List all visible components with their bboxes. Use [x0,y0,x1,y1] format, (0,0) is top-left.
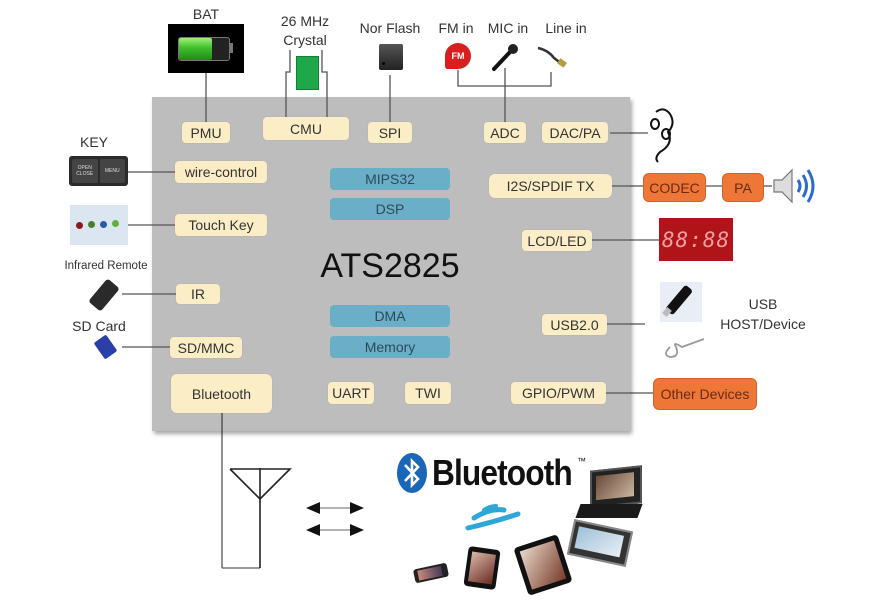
crystal-icon [296,56,319,90]
led-display-icon: 88:88 [659,218,733,261]
wire-control-block: wire-control [175,161,267,183]
cmu-block: CMU [263,117,349,140]
ir-block: IR [176,284,220,304]
fm-in-label: FM in [438,20,474,36]
lcd-led-block: LCD/LED [522,230,592,251]
headphones-music-icon [650,108,674,163]
key-buttons-icon: OPEN CLOSE MENU [69,156,128,186]
tablet-small-icon [463,545,501,591]
fm-badge-text: FM [451,51,465,61]
speaker-icon [773,168,815,204]
flash-chip-icon [379,44,403,70]
i2s-spdif-block: I2S/SPDIF TX [489,174,612,198]
codec-block: CODEC [643,173,706,202]
crystal-label: Crystal [283,32,327,48]
laptop-icon [590,465,642,509]
usb-cable-icon [665,338,705,358]
menu-button: MENU [99,159,125,183]
mic-in-label: MIC in [487,20,529,36]
battery-icon [168,24,244,73]
adc-block: ADC [484,122,526,143]
open-close-button: OPEN CLOSE [72,159,98,183]
bidirectional-arrows [306,502,364,536]
usb-label: USB [748,296,778,312]
key-label: KEY [79,134,108,150]
led-digits: 88:88 [661,227,731,252]
touch-key-block: Touch Key [175,214,267,236]
usb2-block: USB2.0 [542,314,607,335]
line-in-label: Line in [545,20,587,36]
bluetooth-rune-icon [397,453,427,493]
memory-block: Memory [330,336,450,358]
dsp-block: DSP [330,198,450,220]
sdmmc-block: SD/MMC [170,337,242,358]
other-devices-block: Other Devices [653,378,757,410]
laptop-base-icon [575,504,643,518]
gpio-pwm-block: GPIO/PWM [511,382,606,404]
infrared-remote-label: Infrared Remote [64,260,148,272]
trademark-symbol: ™ [576,456,586,466]
sd-card-label: SD Card [72,318,126,334]
nor-flash-label: Nor Flash [359,20,421,36]
pmu-block: PMU [182,122,230,143]
dac-pa-block: DAC/PA [542,122,608,143]
twi-block: TWI [405,382,451,404]
microphone-icon [492,44,518,71]
pa-block: PA [722,173,764,202]
fm-radio-icon: FM [445,43,471,69]
touch-key-icon [70,205,128,245]
bluetooth-logo: Bluetooth ™ [396,452,586,494]
line-in-cable-icon [537,46,567,68]
spi-block: SPI [368,122,412,143]
usb-drive-icon [660,282,702,322]
mips32-block: MIPS32 [330,168,450,190]
bluetooth-block: Bluetooth [171,374,272,413]
bat-label: BAT [192,6,220,22]
chip-title: ATS2825 [320,247,460,285]
wireless-waves-icon [465,504,521,531]
uart-block: UART [328,382,374,404]
bluetooth-wordmark: Bluetooth [432,452,573,493]
crystal-freq-label: 26 MHz [280,13,330,29]
usb-host-device-label: HOST/Device [720,316,806,332]
dma-block: DMA [330,305,450,327]
